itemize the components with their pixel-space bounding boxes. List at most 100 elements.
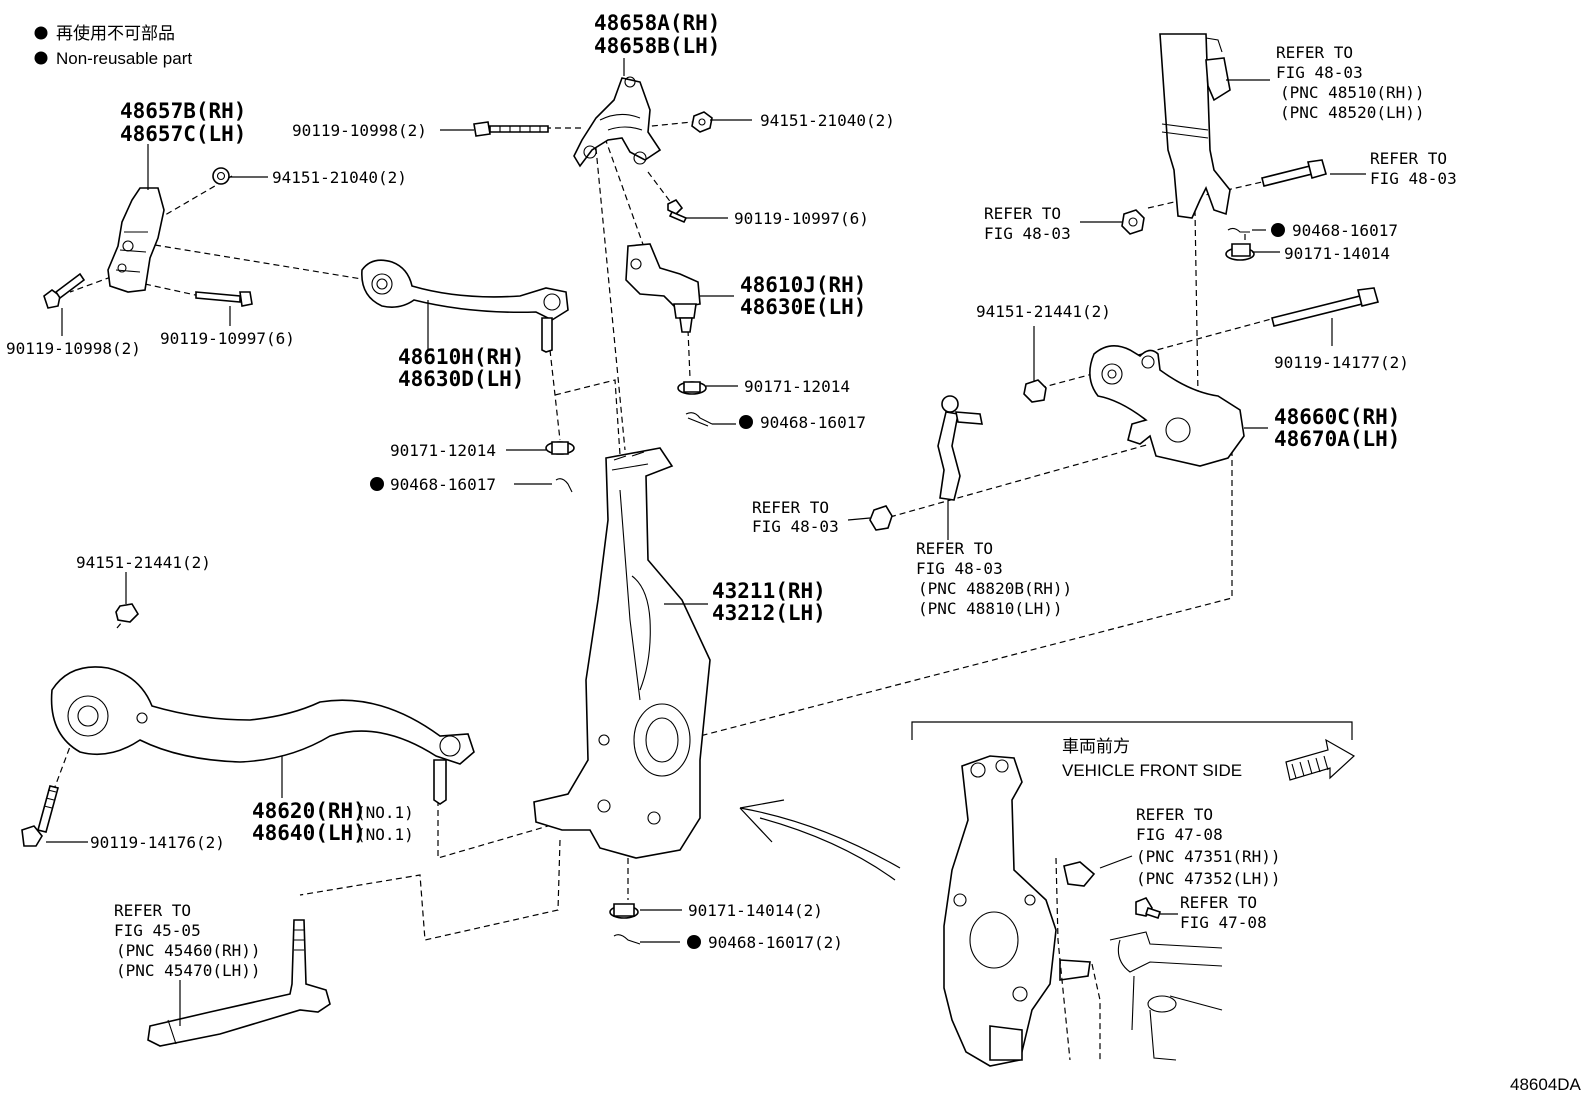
svg-text:REFER TO: REFER TO (752, 498, 829, 517)
vehicle-front-label-jp: 車両前方 (1062, 737, 1130, 756)
nut-stabilizer-link-icon (869, 505, 893, 531)
svg-text:FIG 48-03: FIG 48-03 (984, 224, 1071, 243)
label-90119-10998-left: 90119-10998(2) (6, 339, 141, 358)
label-90468-16017-bottom: 90468-16017(2) (708, 933, 843, 952)
label-48640: 48640(LH) (252, 821, 366, 845)
bracket-48657 (107, 187, 165, 293)
svg-text:FIG 48-03: FIG 48-03 (752, 517, 839, 536)
label-48630d: 48630D(LH) (398, 367, 524, 391)
svg-text:FIG 48-03: FIG 48-03 (1276, 63, 1363, 82)
leader-lines (46, 58, 1366, 1026)
label-48630e: 48630E(LH) (740, 295, 866, 319)
upper-arm-bracket-48658 (573, 76, 662, 168)
svg-text:(PNC 47351(RH)): (PNC 47351(RH)) (1136, 847, 1281, 866)
svg-text:(PNC 48510(RH)): (PNC 48510(RH)) (1280, 83, 1425, 102)
steering-knuckle-43211 (533, 447, 711, 859)
svg-text:(PNC 47352(LH)): (PNC 47352(LH)) (1136, 869, 1281, 888)
label-90119-14176: 90119-14176(2) (90, 833, 225, 852)
label-94151-21040-left: 94151-21040(2) (272, 168, 407, 187)
cotter-pin-90468-16017-left-icon (555, 478, 573, 493)
refer-to-stabilizer-nut: REFER TO FIG 48-03 (752, 498, 839, 536)
refer-to-stabilizer-link: REFER TO FIG 48-03 (PNC 48820B(RH)) (PNC… (916, 539, 1072, 618)
bolt-90119-10997-top-icon (667, 198, 688, 224)
label-48620: 48620(RH) (252, 799, 366, 823)
svg-text:(PNC 48820B(RH)): (PNC 48820B(RH)) (918, 579, 1072, 598)
label-48657c: 48657C(LH) (120, 122, 246, 146)
label-90468-16017-left: 90468-16017 (390, 475, 496, 494)
label-48670a: 48670A(LH) (1274, 427, 1400, 451)
bolt-strut-right-icon (1261, 159, 1327, 187)
svg-text:REFER TO: REFER TO (114, 901, 191, 920)
label-48658a: 48658A(RH) (594, 11, 720, 35)
label-48610h: 48610H(RH) (398, 345, 524, 369)
bolt-90119-10997-left-icon (195, 291, 253, 307)
label-90171-12014-left: 90171-12014 (390, 441, 496, 460)
lower-arm-48660C (1089, 345, 1245, 467)
nut-94151-21441-left-icon (115, 603, 140, 623)
svg-text:(PNC 45460(RH)): (PNC 45460(RH)) (116, 941, 261, 960)
inset-view (911, 721, 1356, 1067)
diagram-code: 48604DA (1510, 1075, 1582, 1094)
label-90468-16017-right: 90468-16017 (1292, 221, 1398, 240)
non-reusable-dot-icon (34, 26, 48, 40)
label-90119-10997-left: 90119-10997(6) (160, 329, 295, 348)
non-reusable-dot-icon (687, 935, 701, 949)
legend: 再使用不可部品 Non-reusable part (34, 23, 192, 68)
label-90119-10997-top: 90119-10997(6) (734, 209, 869, 228)
nut-94151-21441-mid-icon (1023, 379, 1047, 403)
shock-absorber-strut (1159, 33, 1231, 219)
label-no1-rh: (NO.1) (356, 803, 414, 822)
label-48657b: 48657B(RH) (120, 99, 246, 123)
nut-90171-12014-right-icon (677, 381, 707, 395)
nut-94151-21040-top-icon (691, 111, 713, 133)
bolt-90119-14177-icon (1271, 287, 1379, 327)
label-48658b: 48658B(LH) (594, 34, 720, 58)
assembly-direction-arrow-icon (739, 799, 901, 881)
cotter-pin-90468-16017-right-icon (1227, 227, 1250, 233)
refer-to-strut-nut: REFER TO FIG 48-03 (984, 204, 1071, 243)
non-reusable-dot-icon (1271, 223, 1285, 237)
label-94151-21441-left: 94151-21441(2) (76, 553, 211, 572)
nut-90171-14014-right-icon (1225, 243, 1255, 261)
label-90171-12014-right: 90171-12014 (744, 377, 850, 396)
svg-text:FIG 47-08: FIG 47-08 (1180, 913, 1267, 932)
bolt-90119-10998-left-icon (43, 272, 86, 309)
ball-joint-48610J (625, 243, 701, 333)
svg-text:(PNC 48520(LH)): (PNC 48520(LH)) (1280, 103, 1425, 122)
legend-japanese: 再使用不可部品 (56, 23, 175, 43)
svg-text:FIG 48-03: FIG 48-03 (1370, 169, 1457, 188)
cotter-pin-90468-16017-bottom-icon (613, 934, 641, 945)
svg-text:REFER TO: REFER TO (1276, 43, 1353, 62)
svg-text:FIG 48-03: FIG 48-03 (916, 559, 1003, 578)
label-90119-14177: 90119-14177(2) (1274, 353, 1409, 372)
label-90468-16017-mid: 90468-16017 (760, 413, 866, 432)
cotter-pin-90468-16017-mid-icon (685, 412, 713, 427)
bolt-90119-14176-icon (21, 785, 59, 847)
non-reusable-dot-icon (739, 415, 753, 429)
svg-text:REFER TO: REFER TO (1180, 893, 1257, 912)
label-90119-10998-top: 90119-10998(2) (292, 121, 427, 140)
nut-94151-21040-left-icon (212, 167, 230, 185)
label-43211: 43211(RH) (712, 579, 826, 603)
vehicle-front-label-en: VEHICLE FRONT SIDE (1062, 761, 1242, 780)
svg-text:REFER TO: REFER TO (984, 204, 1061, 223)
non-reusable-dot-icon (34, 51, 48, 65)
stabilizer-link-icon (937, 395, 983, 501)
upper-arm-48610H (361, 259, 569, 353)
bolt-90119-10998-top-icon (473, 121, 549, 137)
svg-text:FIG 45-05: FIG 45-05 (114, 921, 201, 940)
svg-text:REFER TO: REFER TO (916, 539, 993, 558)
refer-to-tie-rod: REFER TO FIG 45-05 (PNC 45460(RH)) (PNC … (114, 901, 261, 980)
nut-90171-12014-left-icon (545, 441, 575, 455)
label-94151-21441-mid: 94151-21441(2) (976, 302, 1111, 321)
svg-text:(PNC 45470(LH)): (PNC 45470(LH)) (116, 961, 261, 980)
part-labels: 48658A(RH) 48658B(LH) 48657B(RH) 48657C(… (6, 11, 1409, 952)
label-90171-14014-bottom: 90171-14014(2) (688, 901, 823, 920)
label-94151-21040-top: 94151-21040(2) (760, 111, 895, 130)
svg-text:(PNC 48810(LH)): (PNC 48810(LH)) (918, 599, 1063, 618)
svg-text:FIG 47-08: FIG 47-08 (1136, 825, 1223, 844)
nut-strut-left-icon (1121, 209, 1145, 235)
refer-to-sensor-bracket: REFER TO FIG 47-08 (PNC 47351(RH)) (PNC … (1136, 805, 1281, 888)
label-no1-lh: (NO.1) (356, 825, 414, 844)
